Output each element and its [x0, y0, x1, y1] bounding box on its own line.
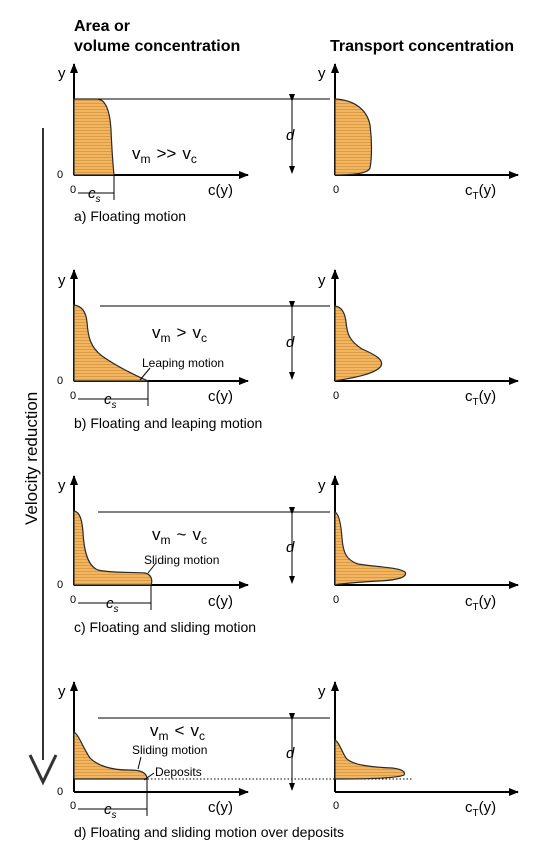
panel-c-left-y-label: y — [58, 477, 66, 494]
panel-d-left-x-label: c(y) — [208, 799, 233, 816]
panel-b-left-zero: 0 — [57, 375, 63, 387]
panel-c-depth-label: d — [286, 539, 295, 556]
panel-c-right-origin: 0 — [333, 594, 339, 606]
panel-a-left-zero: 0 — [57, 169, 63, 181]
panel-b-left-origin: 0 — [70, 390, 76, 402]
panel-c-left-profile — [73, 510, 153, 586]
panel-b-leaping-annotation: Leaping motion — [142, 356, 224, 370]
panel-d-right-x-label: cT(y) — [465, 799, 496, 819]
panel-c-left-zero: 0 — [57, 579, 63, 591]
header-area-line1: Area or — [74, 18, 130, 35]
panel-a-caption: a) Floating motion — [74, 208, 186, 224]
panel-a-left-x-label: c(y) — [208, 182, 233, 199]
panel-a-right-y-label: y — [318, 65, 326, 82]
panel-d-depth-label: d — [286, 745, 295, 762]
panel-b-right-profile — [334, 305, 383, 382]
header-area-line2: volume concentration — [74, 38, 240, 55]
panel-a-left-origin: 0 — [70, 184, 76, 196]
panel-b-depth-label: d — [286, 334, 295, 351]
panel-a: y 0 0 cs c(y) vm>>vc d y 0 cT(y) a) Floa… — [57, 63, 519, 224]
panel-c-velocity: vm~vc — [152, 525, 207, 547]
panel-c-cs: cs — [106, 595, 119, 615]
panel-b: Leaping motion y 0 0 cs c(y) vm>vc d y 0… — [57, 269, 519, 431]
panel-c-sliding-annotation: Sliding motion — [144, 553, 219, 567]
panel-b-caption: b) Floating and leaping motion — [74, 415, 262, 431]
panel-a-right-x-label: cT(y) — [465, 182, 496, 202]
panel-d-right-origin: 0 — [333, 800, 339, 812]
panel-c: Sliding motion y 0 0 cs c(y) vm~vc d y 0… — [57, 475, 519, 635]
panel-d-right-y-label: y — [318, 683, 326, 700]
panel-a-right-profile — [334, 98, 373, 176]
panel-d-left-origin: 0 — [70, 800, 76, 812]
panel-a-depth-label: d — [286, 127, 295, 144]
panel-d-right-profile — [334, 739, 406, 780]
panel-d-left-y-label: y — [58, 683, 66, 700]
panel-d-left-zero: 0 — [57, 786, 63, 798]
panel-b-left-x-label: c(y) — [208, 388, 233, 405]
panel-b-left-profile — [73, 304, 149, 382]
panel-c-left-origin: 0 — [70, 594, 76, 606]
panel-d-sliding-annotation: Sliding motion — [132, 743, 207, 757]
panel-d: Sliding motion Deposits y 0 0 cs c(y) vm… — [57, 681, 519, 840]
panel-a-left-profile — [73, 98, 115, 176]
panel-c-right-y-label: y — [318, 477, 326, 494]
panel-c-right-x-label: cT(y) — [465, 593, 496, 613]
panel-b-right-y-label: y — [318, 272, 326, 289]
panel-b-velocity: vm>vc — [152, 323, 207, 345]
panel-a-left-y-label: y — [58, 65, 66, 82]
panel-c-left-x-label: c(y) — [208, 593, 233, 610]
panel-b-right-origin: 0 — [333, 390, 339, 402]
panel-c-caption: c) Floating and sliding motion — [74, 619, 256, 635]
velocity-reduction-arrow — [28, 128, 58, 786]
velocity-reduction-label: Velocity reduction — [22, 392, 41, 525]
panel-d-deposits-annotation: Deposits — [155, 765, 202, 779]
panel-d-left-profile — [73, 730, 148, 780]
panel-a-velocity: vm>>vc — [132, 144, 197, 166]
panel-a-right-origin: 0 — [333, 184, 339, 196]
panel-a-cs: cs — [88, 185, 101, 205]
panel-b-left-y-label: y — [58, 272, 66, 289]
panel-d-caption: d) Floating and sliding motion over depo… — [74, 824, 344, 840]
panel-d-velocity: vm<vc — [150, 721, 205, 743]
panel-b-right-x-label: cT(y) — [465, 388, 496, 408]
panel-c-right-profile — [334, 511, 407, 586]
header-transport: Transport concentration — [330, 38, 514, 55]
panel-b-cs: cs — [104, 391, 117, 411]
panel-d-cs: cs — [104, 801, 117, 821]
